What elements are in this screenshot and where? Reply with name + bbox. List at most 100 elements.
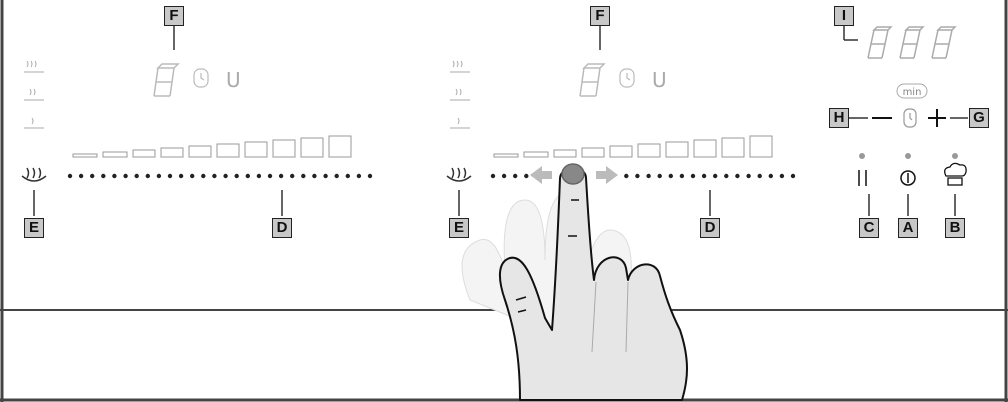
callout-c: C <box>859 218 879 238</box>
power-level-bar <box>216 143 240 158</box>
slider-dot[interactable] <box>178 173 184 179</box>
heat-waves-icon[interactable] <box>446 167 472 182</box>
zone-digit-display <box>153 63 180 97</box>
slider-dot[interactable] <box>267 173 273 179</box>
slider-dot[interactable] <box>490 173 496 179</box>
slider-dot[interactable] <box>123 173 128 179</box>
slider-dot[interactable] <box>334 173 339 179</box>
slider-dot[interactable] <box>657 173 662 179</box>
callout-e-right: E <box>449 218 469 238</box>
indicator-leds <box>859 153 958 159</box>
slider-dot[interactable] <box>513 173 518 179</box>
power-level-bar <box>693 139 717 158</box>
slider-dot[interactable] <box>713 173 718 179</box>
slide-arrows-icon <box>530 166 618 184</box>
power-level-bar <box>637 143 661 158</box>
power-level-bar <box>328 135 352 158</box>
callout-d-right: D <box>700 218 720 238</box>
slider-dot[interactable] <box>746 173 751 179</box>
heat-waves-icon[interactable] <box>21 167 47 182</box>
finger-hand-icon <box>499 163 688 401</box>
callout-h: H <box>829 108 849 128</box>
slider-dot[interactable] <box>646 173 651 179</box>
slider-dot[interactable] <box>245 173 250 179</box>
slider-dot[interactable] <box>735 173 740 179</box>
slider-dot[interactable] <box>323 173 328 179</box>
power-level-bar <box>160 147 184 158</box>
slider-dot[interactable] <box>312 173 317 179</box>
slider-dot[interactable] <box>278 173 284 179</box>
power-level-bars <box>493 135 773 158</box>
power-level-bar <box>749 135 773 158</box>
power-level-bar <box>300 137 324 158</box>
power-level-bar <box>581 147 605 158</box>
slider-dot[interactable] <box>134 173 139 179</box>
slider-dot[interactable] <box>779 173 785 179</box>
pause-icon[interactable] <box>858 170 867 186</box>
slider-dot[interactable] <box>167 173 173 179</box>
slider-dot[interactable] <box>768 173 773 179</box>
timer-clock-icon <box>619 68 635 88</box>
chef-hat-icon[interactable] <box>944 162 967 186</box>
slider-dot[interactable] <box>635 173 640 179</box>
slider-dot[interactable] <box>701 173 707 179</box>
callout-f-left: F <box>164 6 184 26</box>
power-level-bar <box>609 145 633 158</box>
slider-dots[interactable] <box>67 173 373 179</box>
power-level-bar <box>72 153 98 158</box>
zone-unit-label: U <box>652 68 667 92</box>
slider-dot[interactable] <box>112 173 117 179</box>
left-zone: U <box>21 26 373 216</box>
slider-dot[interactable] <box>67 173 73 179</box>
slider-dot[interactable] <box>256 173 262 179</box>
slider-dot[interactable] <box>690 173 696 179</box>
slider-dot[interactable] <box>501 173 507 179</box>
right-zone: U <box>446 26 796 401</box>
slider-dot[interactable] <box>668 173 673 179</box>
power-level-bar <box>493 153 519 158</box>
zone-unit-label: U <box>226 68 241 92</box>
timer-digits-display <box>867 26 957 59</box>
slider-dot[interactable] <box>757 173 762 179</box>
slider-dots[interactable] <box>490 173 796 179</box>
slider-dot[interactable] <box>223 173 228 179</box>
slider-dot[interactable] <box>90 173 95 179</box>
timer-unit-label: min <box>903 87 922 98</box>
slider-dot[interactable] <box>101 173 106 179</box>
plus-button[interactable] <box>928 109 946 127</box>
slider-dot[interactable] <box>724 173 729 179</box>
slider-dot[interactable] <box>790 173 796 179</box>
slider-dot[interactable] <box>624 173 629 179</box>
slider-dot[interactable] <box>234 173 239 179</box>
slider-dot[interactable] <box>78 173 84 179</box>
power-level-bar <box>665 141 689 158</box>
slider-dot[interactable] <box>345 173 350 179</box>
callout-g: G <box>969 108 989 128</box>
power-level-bar <box>244 141 268 158</box>
slider-dot[interactable] <box>301 173 306 179</box>
power-level-bar <box>553 149 577 158</box>
power-level-bar <box>132 149 156 158</box>
callout-i: I <box>834 6 854 26</box>
slider-dot[interactable] <box>201 173 206 179</box>
timer-clock-icon <box>903 108 917 128</box>
slider-dot[interactable] <box>367 173 373 179</box>
power-level-bar <box>721 137 745 158</box>
slider-dot[interactable] <box>679 173 685 179</box>
slider-dot[interactable] <box>190 173 195 179</box>
slider-dot[interactable] <box>145 173 150 179</box>
slider-dot[interactable] <box>156 173 162 179</box>
power-level-bar <box>102 151 128 158</box>
power-level-bar <box>523 151 549 158</box>
slider-dot[interactable] <box>212 173 217 179</box>
power-icon[interactable] <box>900 170 916 186</box>
callout-e-left: E <box>24 218 44 238</box>
zone-digit-display <box>579 63 606 97</box>
slider-dot[interactable] <box>356 173 362 179</box>
slider-dot[interactable] <box>524 173 529 179</box>
power-level-bars <box>72 135 352 158</box>
heat-level-stack-icon <box>450 60 470 129</box>
slider-dot[interactable] <box>290 173 295 179</box>
min-badge <box>896 83 928 99</box>
